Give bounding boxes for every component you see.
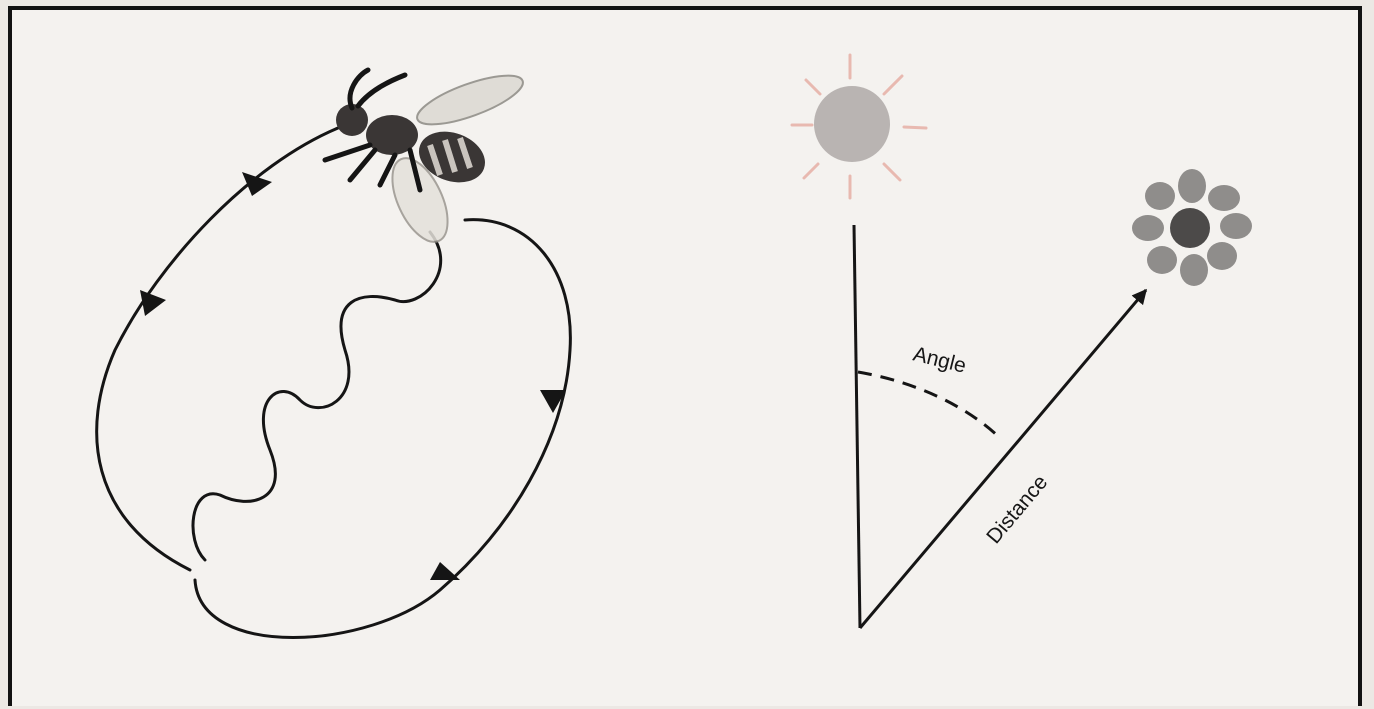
arrow-marker (430, 562, 460, 580)
loop-arrows (140, 172, 566, 580)
sun-icon (792, 55, 926, 198)
left-return-loop (97, 128, 338, 570)
arrow-marker (140, 290, 166, 316)
waggle-dance-path (97, 128, 571, 638)
angle-label: Angle (911, 343, 969, 378)
distance-arrow (860, 290, 1146, 628)
right-return-loop (195, 220, 570, 638)
angle-arc (858, 372, 1000, 438)
flower-icon (1132, 169, 1252, 286)
sun-direction-line (854, 225, 860, 628)
waggle-run (193, 232, 441, 560)
distance-label: Distance (982, 471, 1052, 548)
